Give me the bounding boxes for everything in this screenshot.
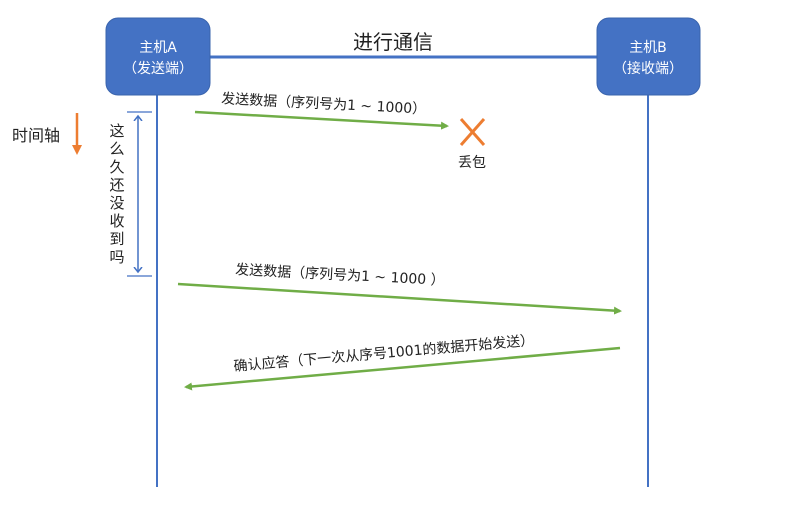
timeout-label: 这 么 久 还 没 收 到 吗 [109, 122, 124, 266]
time-axis-label: 时间轴 [12, 126, 60, 145]
svg-text:没: 没 [109, 194, 124, 212]
lost-packet-x-icon [459, 118, 486, 146]
svg-text:吗: 吗 [109, 248, 124, 266]
host-a-box: 主机A （发送端） [105, 17, 211, 96]
svg-text:收: 收 [109, 212, 124, 230]
svg-text:这: 这 [109, 122, 124, 140]
message-label-1: 发送数据（序列号为1 ~ 1000） [221, 91, 427, 118]
lost-packet-label: 丢包 [458, 155, 486, 171]
diagram-title: 进行通信 [353, 30, 433, 54]
message-arrow-2 [177, 282, 622, 315]
message-label-2: 发送数据（序列号为1 ~ 1000 ） [235, 262, 445, 289]
host-b-name: 主机B [629, 40, 667, 56]
svg-text:还: 还 [109, 176, 124, 194]
host-b-role: （接收端） [613, 60, 683, 77]
message-arrow-3 [184, 346, 621, 391]
svg-text:久: 久 [109, 158, 124, 176]
svg-text:么: 么 [109, 140, 124, 158]
host-b-box: 主机B （接收端） [596, 17, 701, 96]
svg-text:到: 到 [109, 230, 124, 248]
host-a-role: （发送端） [123, 61, 193, 77]
message-arrow-1 [194, 110, 449, 130]
host-a-name: 主机A [139, 40, 177, 56]
